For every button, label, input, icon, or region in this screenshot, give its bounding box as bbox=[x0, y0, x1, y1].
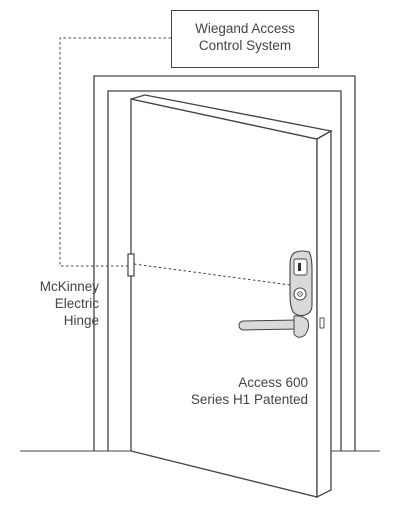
lock-label-line1: Access 600 bbox=[238, 375, 308, 390]
wiring-hinge-to-lock bbox=[133, 263, 291, 286]
lever-arm bbox=[238, 319, 299, 331]
lock-label-line2: Series H1 Patented bbox=[190, 392, 308, 407]
access-600-lock bbox=[289, 250, 313, 317]
door-side-edge bbox=[316, 129, 332, 499]
door-front-face bbox=[130, 98, 318, 498]
access-control-label-line2: Control System bbox=[198, 38, 292, 53]
access-control-system-label: Wiegand Access Control System bbox=[171, 10, 319, 68]
wiring-to-hinge bbox=[59, 37, 171, 267]
lever-handle bbox=[238, 315, 310, 338]
lock-led-indicator bbox=[298, 263, 301, 271]
lever-rose bbox=[293, 315, 310, 338]
lock-model-label: Access 600 Series H1 Patented bbox=[150, 374, 308, 408]
electric-hinge bbox=[127, 253, 135, 277]
lock-cylinder-core bbox=[297, 291, 303, 297]
latch bbox=[319, 317, 325, 329]
hinge-label-line2: Electric bbox=[54, 296, 99, 311]
access-control-label-line1: Wiegand Access bbox=[195, 21, 295, 36]
door-frame-inner bbox=[107, 90, 342, 451]
hinge-label-line1: McKinney bbox=[39, 279, 99, 294]
electric-hinge-label: McKinney Electric Hinge bbox=[14, 278, 99, 329]
door-frame-outer bbox=[93, 75, 356, 451]
hinge-label-line3: Hinge bbox=[63, 313, 99, 328]
